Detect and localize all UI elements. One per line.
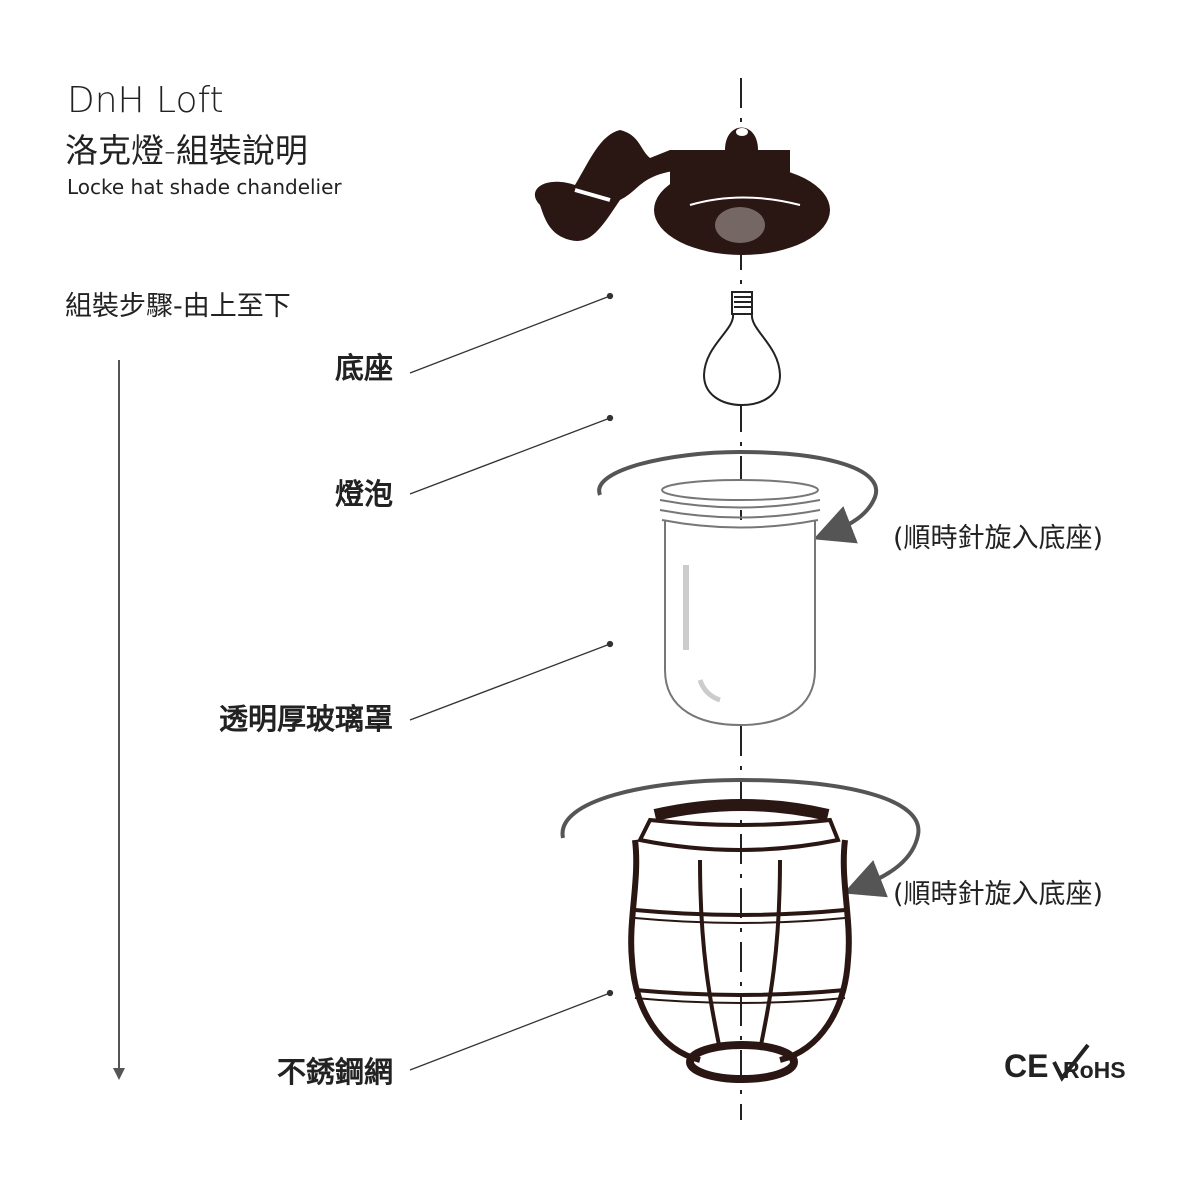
brand-name: DnH Loft [67,80,224,121]
label-bulb: 燈泡 [334,477,393,511]
rotation-note-cage: (順時針旋入底座) [893,879,1104,910]
page-title: 洛克燈-組裝說明 [65,131,308,170]
label-steel-cage: 不銹鋼網 [276,1055,393,1089]
steel-cage-illustration [628,799,852,1083]
label-base: 底座 [334,351,393,385]
svg-text:RoHS: RoHS [1063,1057,1126,1083]
ce-mark: CE [1004,1048,1048,1084]
rotation-note-glass: (順時針旋入底座) [893,523,1104,554]
step-direction-arrow [113,360,125,1080]
page-subtitle: Locke hat shade chandelier [67,175,342,199]
leader-lines [409,292,614,1071]
svg-text:CE: CE [1004,1048,1048,1084]
rotate-arrow-glass [597,449,879,544]
label-glass-shade: 透明厚玻璃罩 [218,702,393,736]
glass-shade-illustration [659,479,821,727]
canopy-base-illustration [534,127,830,255]
bulb-illustration [702,291,782,407]
rotate-arrow-cage [560,777,921,898]
rohs-mark: RoHS [1052,1043,1126,1083]
steps-heading: 組裝步驟-由上至下 [65,291,291,322]
